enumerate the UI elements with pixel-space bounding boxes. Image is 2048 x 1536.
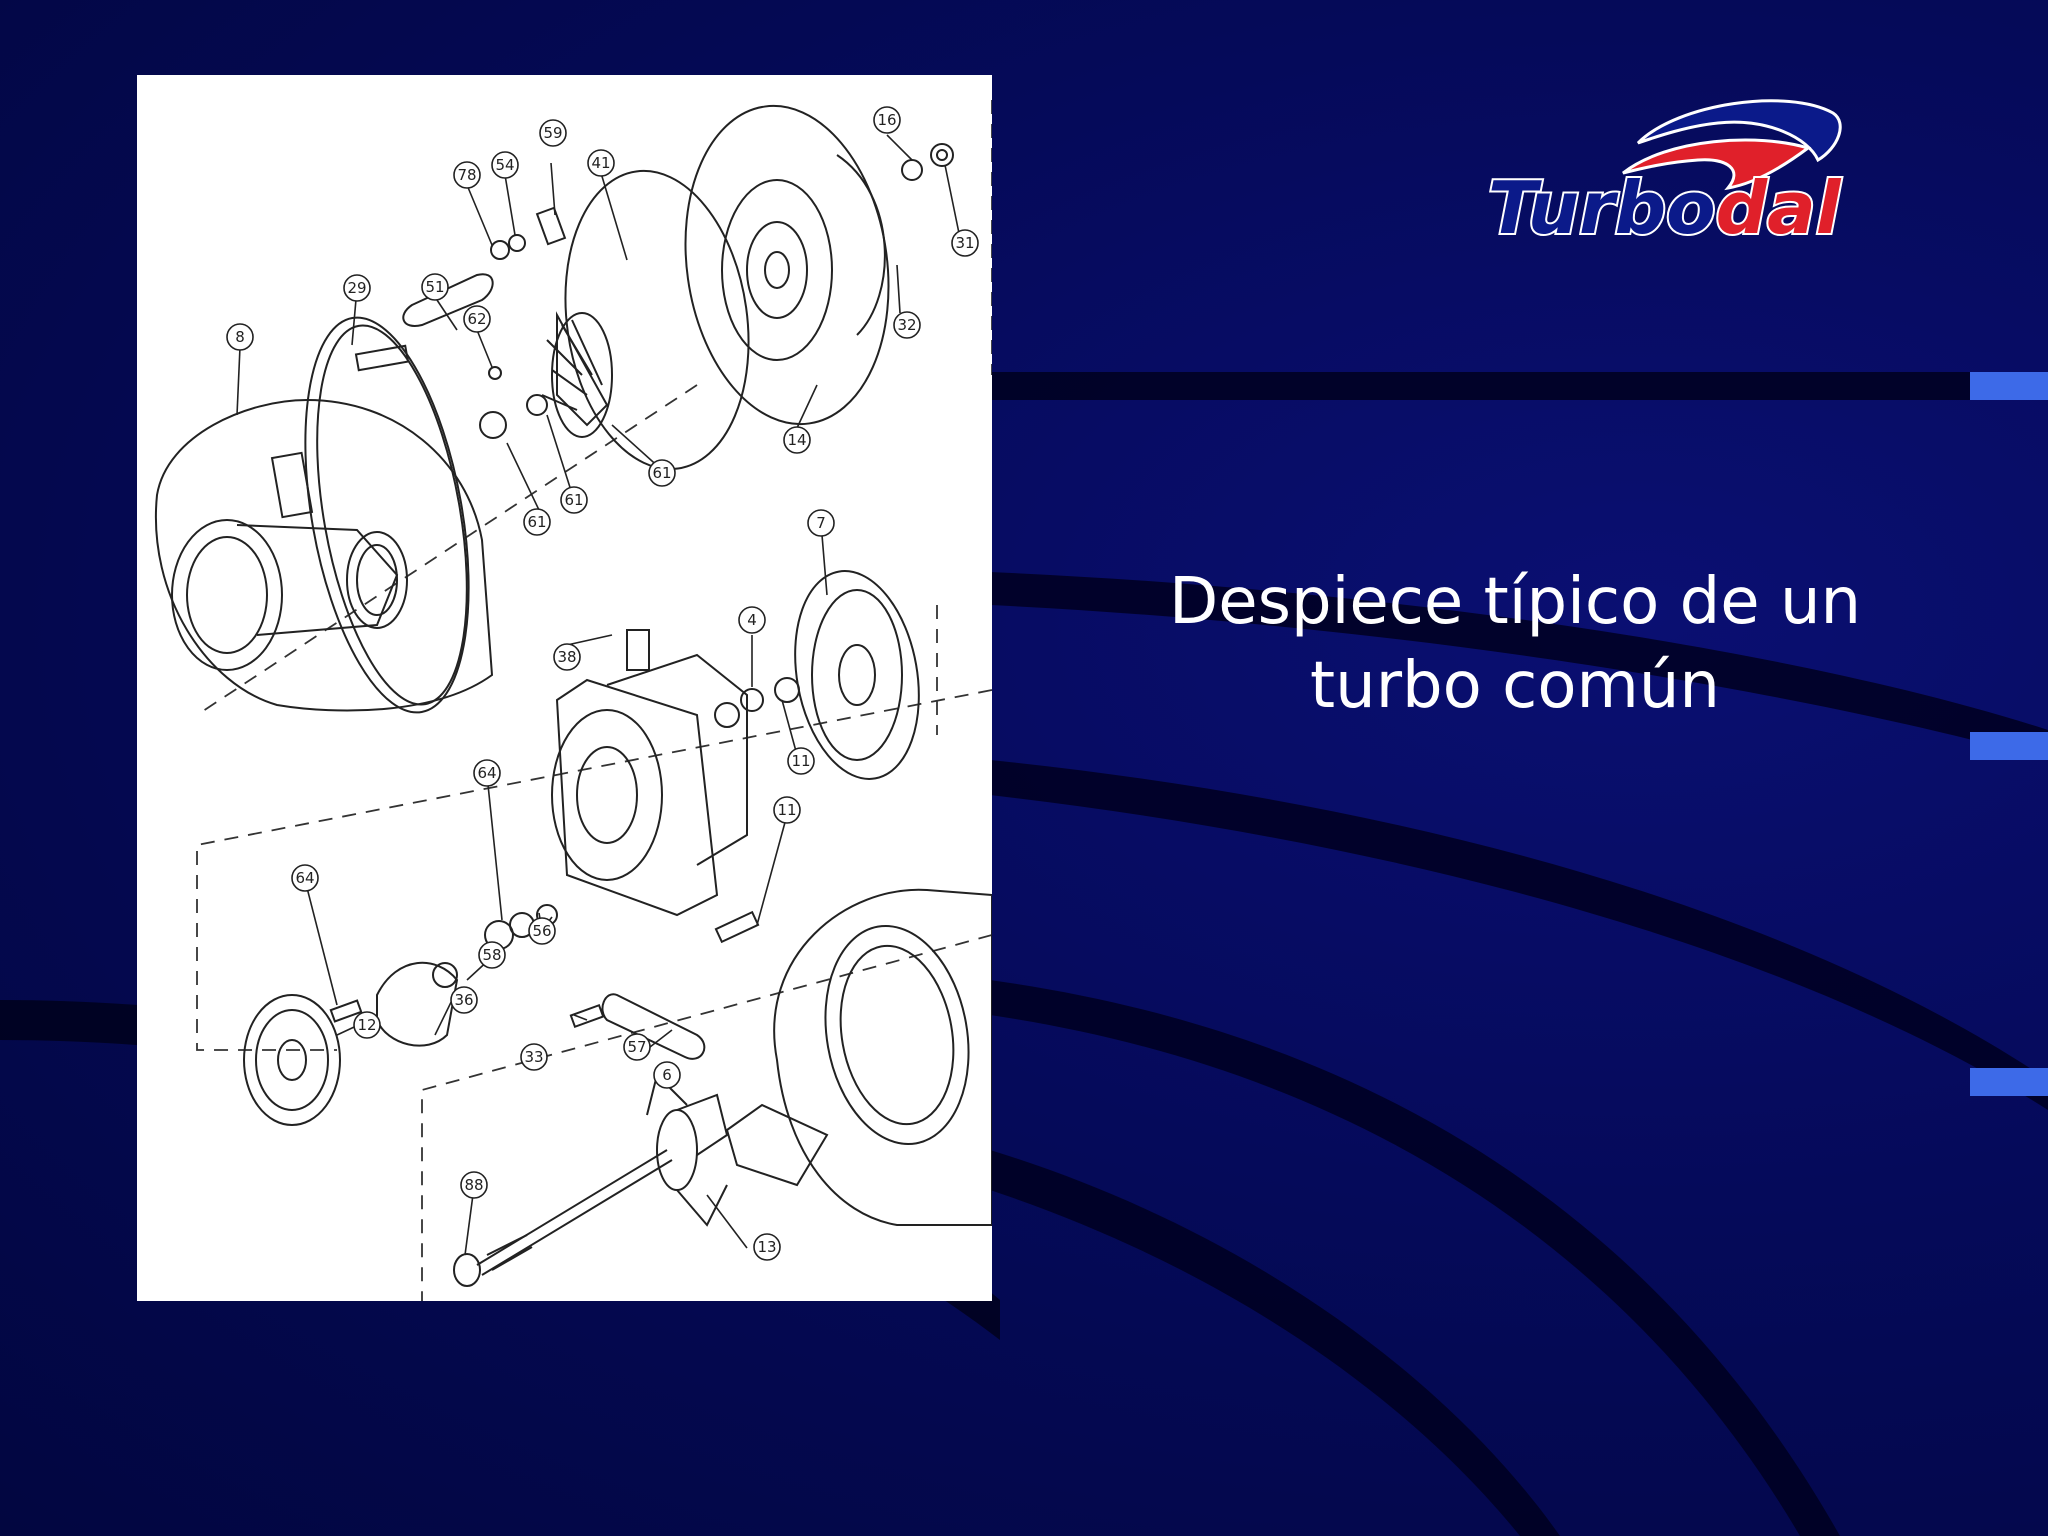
callout-61: 61: [560, 486, 588, 514]
slide-title-line-1: Despiece típico de un: [1168, 565, 1862, 639]
callout-label: 56: [532, 922, 551, 940]
logo-text: Turbodal: [1488, 166, 1842, 250]
seal-plate-33: [243, 994, 341, 1126]
callout-label: 41: [591, 154, 610, 172]
callout-label: 12: [357, 1016, 376, 1034]
callout-label: 32: [897, 316, 916, 334]
bearing-housing: [551, 629, 748, 917]
callout-6: 6: [653, 1061, 681, 1089]
callout-61: 61: [523, 508, 551, 536]
callout-62: 62: [463, 305, 491, 333]
callout-label: 88: [464, 1176, 483, 1194]
callout-label: 64: [477, 764, 496, 782]
callout-11: 11: [773, 796, 801, 824]
callout-56: 56: [528, 917, 556, 945]
turbodal-logo: Turbodal: [1488, 99, 1844, 252]
callout-51: 51: [421, 273, 449, 301]
callout-16: 16: [873, 106, 901, 134]
compressor-housing: [154, 398, 494, 712]
callout-33: 33: [520, 1043, 548, 1071]
callout-13: 13: [753, 1233, 781, 1261]
backplate: [684, 104, 890, 426]
callout-label: 61: [527, 513, 546, 531]
callout-64: 64: [473, 759, 501, 787]
v-band-clamp: [304, 316, 470, 714]
callout-label: 13: [757, 1238, 776, 1256]
callout-61: 61: [648, 459, 676, 487]
callout-4: 4: [738, 606, 766, 634]
callout-label: 33: [524, 1048, 543, 1066]
logo-text-main: Turbo: [1488, 166, 1716, 250]
callout-14: 14: [783, 426, 811, 454]
callout-36: 36: [450, 986, 478, 1014]
callout-label: 62: [467, 310, 486, 328]
callout-32: 32: [893, 311, 921, 339]
callout-label: 14: [787, 431, 806, 449]
callout-58: 58: [478, 941, 506, 969]
turbo-exploded-diagram: 8 29 51 78 54 59 41 16 31 32 14 62 61 61 61 7 38 4 11 64 11 5…: [154, 100, 992, 1301]
callout-label: 61: [652, 464, 671, 482]
bracket-51: [402, 273, 494, 327]
o-ring: [564, 169, 750, 471]
assembly-dashed-outline: [936, 100, 992, 735]
callout-label: 11: [791, 752, 810, 770]
callout-label: 59: [543, 124, 562, 142]
callout-label: 11: [777, 801, 796, 819]
callout-7: 7: [807, 509, 835, 537]
bracket-88: [601, 993, 706, 1060]
logo-swoosh-blue: [1636, 99, 1842, 163]
piston-ring-13: [453, 1253, 481, 1287]
callout-label: 31: [955, 234, 974, 252]
callout-label: 64: [295, 869, 314, 887]
callout-label: 58: [482, 946, 501, 964]
callout-38: 38: [553, 643, 581, 671]
callout-29: 29: [343, 274, 371, 302]
callout-label: 54: [495, 156, 514, 174]
callout-8: 8: [226, 323, 254, 351]
slide-title: Despiece típico de un turbo común: [1100, 560, 1930, 728]
shaft-and-turbine-wheel: [476, 1073, 729, 1276]
callout-label: 57: [627, 1038, 646, 1056]
callout-54: 54: [491, 151, 519, 179]
part-number-callouts: 8 29 51 78 54 59 41 16 31 32 14 62 61 61 61 7 38 4 11 64 11 5…: [226, 106, 979, 1261]
callout-label: 51: [425, 278, 444, 296]
logo-swoosh-red: [1622, 138, 1812, 191]
callout-label: 78: [457, 166, 476, 184]
callout-label: 7: [816, 514, 826, 532]
callout-label: 36: [454, 991, 473, 1009]
callout-31: 31: [951, 229, 979, 257]
turbine-housing: [725, 888, 992, 1226]
callout-label: 6: [662, 1066, 672, 1084]
callout-64: 64: [291, 864, 319, 892]
callout-41: 41: [587, 149, 615, 177]
exploded-diagram-panel: 8 29 51 78 54 59 41 16 31 32 14 62 61 61 61 7 38 4 11 64 11 5…: [137, 75, 992, 1301]
callout-label: 4: [747, 611, 757, 629]
callout-57: 57: [623, 1033, 651, 1061]
callout-label: 16: [877, 111, 896, 129]
callout-label: 61: [564, 491, 583, 509]
callout-59: 59: [539, 119, 567, 147]
compressor-wheel: [541, 311, 613, 438]
callout-12: 12: [353, 1011, 381, 1039]
callout-label: 38: [557, 648, 576, 666]
logo-text-accent: dal: [1716, 166, 1842, 250]
callout-11: 11: [787, 747, 815, 775]
callout-label: 8: [235, 328, 245, 346]
slide-title-line-2: turbo común: [1310, 649, 1720, 723]
assembly-dashed-outline: [196, 384, 992, 1301]
callout-label: 29: [347, 279, 366, 297]
leader-lines: [236, 134, 962, 1256]
callout-88: 88: [460, 1171, 488, 1199]
callout-78: 78: [453, 161, 481, 189]
